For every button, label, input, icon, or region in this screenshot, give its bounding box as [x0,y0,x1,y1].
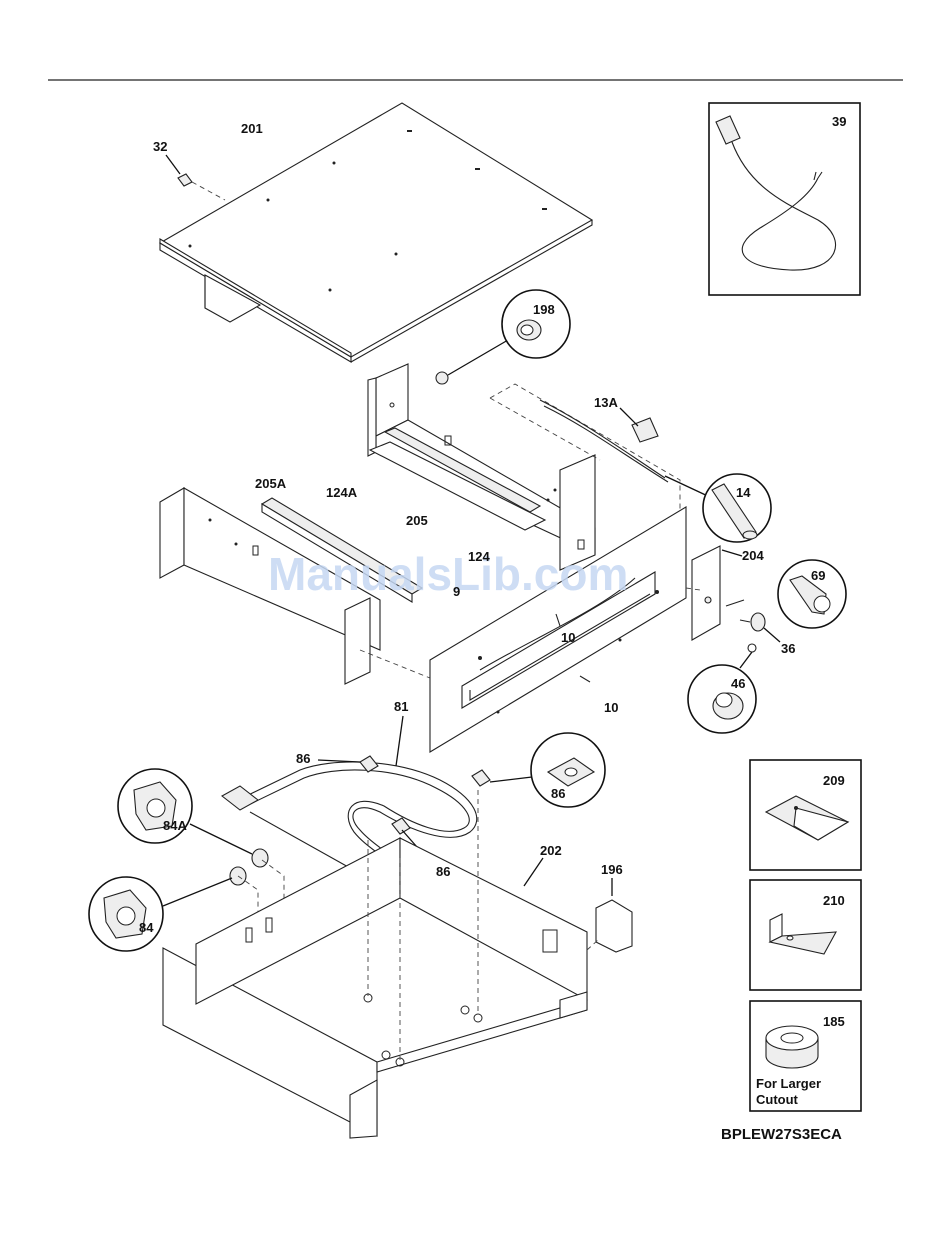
callout-32: 32 [153,139,167,154]
callout-201: 201 [241,121,263,136]
callout-36: 36 [781,641,795,656]
callout-10-lower: 10 [604,700,618,715]
callout-204: 204 [742,548,764,563]
callout-39: 39 [832,114,846,129]
callout-84: 84 [139,920,154,935]
callout-124a: 124A [326,485,358,500]
callout-209: 209 [823,773,845,788]
callout-46: 46 [731,676,745,691]
callout-198: 198 [533,302,555,317]
note-185-line2: Cutout [756,1092,799,1107]
bushing-32 [166,155,225,200]
callout-124: 124 [468,549,490,564]
callout-14: 14 [736,485,751,500]
spacer-185-icon [766,1026,818,1068]
callout-202: 202 [540,843,562,858]
callout-205a: 205A [255,476,287,491]
callout-196: 196 [601,862,623,877]
callout-210: 210 [823,893,845,908]
callout-86-top: 86 [296,751,310,766]
callout-86-detail: 86 [551,786,565,801]
side-plate-204 [686,546,742,640]
bottom-box-202 [163,838,587,1138]
thermostat-84a [118,769,268,867]
watermark: ManualsLib.com [268,548,628,600]
plate-196 [587,878,632,952]
front-panel-9 [430,507,686,752]
callout-81: 81 [394,699,408,714]
grommet-198 [436,340,508,384]
callout-84a: 84A [163,818,187,833]
callout-9: 9 [453,584,460,599]
callout-10-upper: 10 [561,630,575,645]
callout-69: 69 [811,568,825,583]
upper-housing [368,364,595,570]
callout-86-center: 86 [436,864,450,879]
foot-detail-46 [688,665,756,733]
model-number: BPLEW27S3ECA [721,1126,842,1143]
callout-205: 205 [406,513,428,528]
grommet-detail-198 [502,290,570,358]
callout-13a: 13A [594,395,618,410]
note-185-line1: For Larger [756,1076,821,1091]
clip-86-right [472,770,532,786]
callout-185: 185 [823,1014,845,1029]
knob-36 [726,600,780,652]
clip-detail-86 [531,733,605,807]
